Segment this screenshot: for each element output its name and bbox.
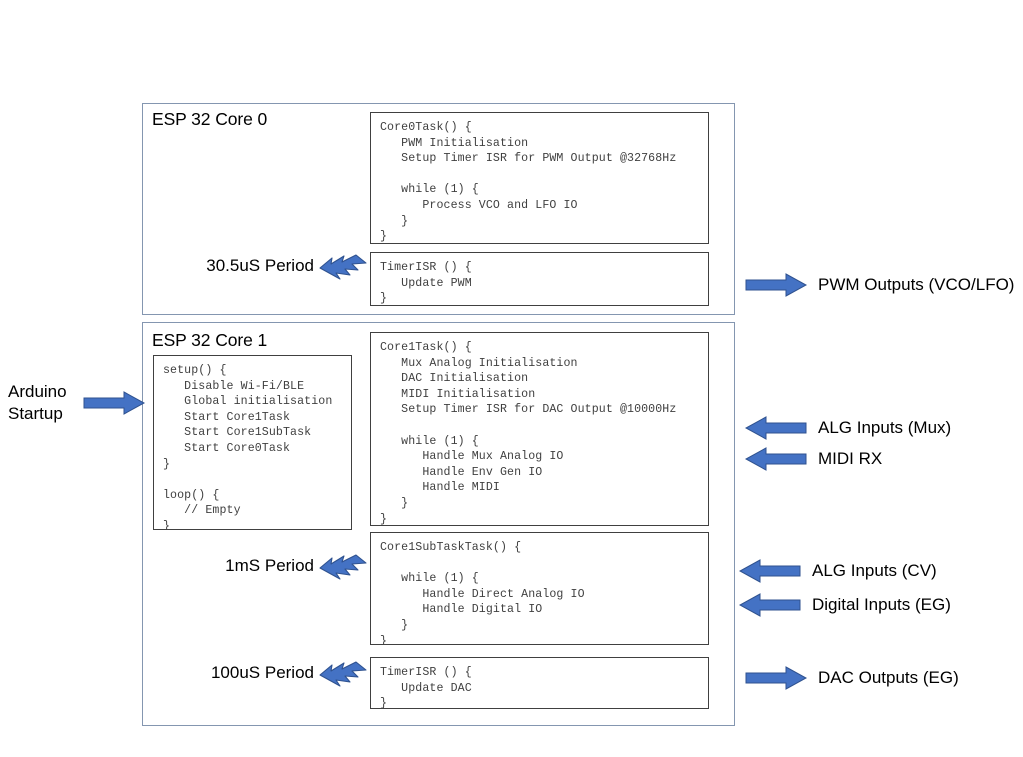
arduino-startup-label: Arduino Startup <box>8 381 67 425</box>
core0-isr-code: TimerISR () { Update PWM } <box>380 261 472 306</box>
core0-isr-code-box: TimerISR () { Update PWM } <box>370 252 709 306</box>
pwm-outputs-label: PWM Outputs (VCO/LFO) <box>818 275 1015 294</box>
arduino-startup-arrow-right-icon <box>83 391 146 415</box>
core1-isr-code: TimerISR () { Update DAC } <box>380 666 472 709</box>
core1-subtask-code: Core1SubTaskTask() { while (1) { Handle … <box>380 541 585 645</box>
core1-subtask-bolt-arrow-icon <box>319 554 367 580</box>
midi-rx-label: MIDI RX <box>818 449 883 468</box>
alg-inputs-cv-label: ALG Inputs (CV) <box>812 561 937 580</box>
core1-task-code: Core1Task() { Mux Analog Initialisation … <box>380 341 677 526</box>
alg-inputs-mux-label: ALG Inputs (Mux) <box>818 418 952 437</box>
alg-inputs-cv-arrow-left-icon <box>738 559 801 583</box>
core1-isr-code-box: TimerISR () { Update DAC } <box>370 657 709 709</box>
core0-isr-bolt-arrow-icon <box>319 254 367 280</box>
core1-title: ESP 32 Core 1 <box>152 330 268 350</box>
core1-setup-code-box: setup() { Disable Wi-Fi/BLE Global initi… <box>153 355 352 530</box>
core1-setup-code: setup() { Disable Wi-Fi/BLE Global initi… <box>163 364 333 530</box>
core1-subtask-period-label: 1mS Period <box>225 556 314 575</box>
core0-isr-period-label: 30.5uS Period <box>206 256 314 275</box>
core0-title: ESP 32 Core 0 <box>152 109 268 129</box>
midi-rx-arrow-left-icon <box>744 447 807 471</box>
core1-isr-period-label: 100uS Period <box>210 663 314 682</box>
core0-task-code: Core0Task() { PWM Initialisation Setup T… <box>380 121 677 244</box>
core1-task-code-box: Core1Task() { Mux Analog Initialisation … <box>370 332 709 526</box>
alg-inputs-mux-arrow-left-icon <box>744 416 807 440</box>
dac-outputs-eg-label: DAC Outputs (EG) <box>818 668 959 687</box>
core0-task-code-box: Core0Task() { PWM Initialisation Setup T… <box>370 112 709 244</box>
core1-isr-bolt-arrow-icon <box>319 661 367 687</box>
core1-subtask-code-box: Core1SubTaskTask() { while (1) { Handle … <box>370 532 709 645</box>
arduino-startup-line1: Arduino <box>8 382 67 401</box>
digital-inputs-eg-arrow-left-icon <box>738 593 801 617</box>
pwm-outputs-arrow-right-icon <box>745 273 808 297</box>
digital-inputs-eg-label: Digital Inputs (EG) <box>812 595 951 614</box>
dac-outputs-eg-arrow-right-icon <box>745 666 808 690</box>
arduino-startup-line2: Startup <box>8 404 63 423</box>
